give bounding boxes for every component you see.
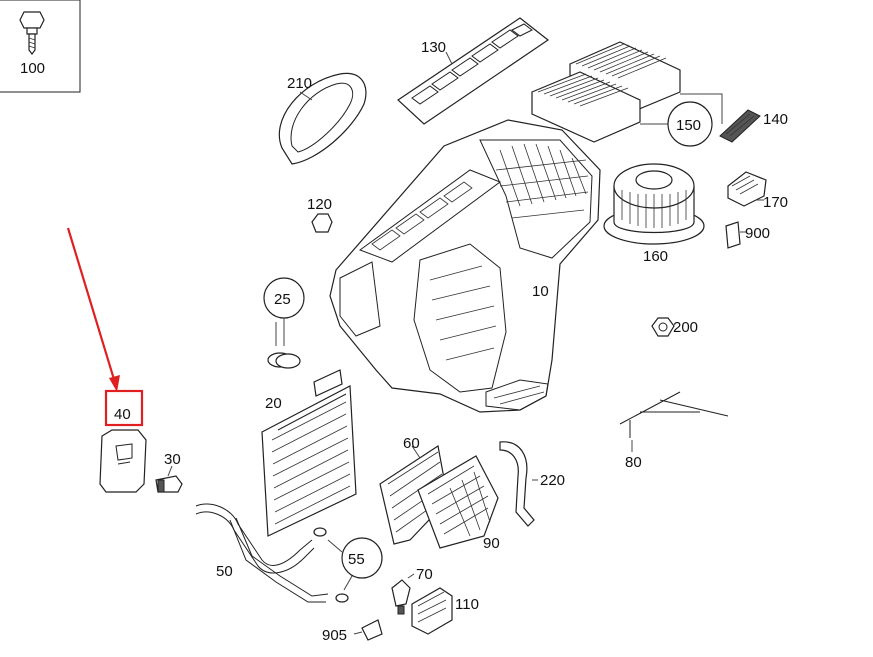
label-50: 50 — [216, 563, 233, 580]
part-150-filters[interactable]: 150 — [531, 41, 723, 147]
part-140-filter[interactable]: 140 — [719, 109, 788, 143]
part-110-servo[interactable]: 110 — [411, 587, 479, 635]
part-130-seal[interactable]: 130 — [397, 17, 550, 125]
label-905: 905 — [322, 627, 347, 644]
label-120: 120 — [307, 196, 332, 213]
label-60: 60 — [403, 435, 420, 452]
part-55-seals[interactable]: 55 — [313, 527, 383, 603]
part-120-cap[interactable]: 120 — [307, 196, 333, 233]
label-170: 170 — [763, 194, 788, 211]
part-80-harness[interactable]: 80 — [619, 391, 729, 471]
label-110: 110 — [455, 596, 479, 613]
highlight-arrow — [66, 227, 120, 392]
part-70-valve[interactable]: 70 — [391, 566, 433, 615]
part-220-pipe[interactable]: 220 — [499, 441, 565, 527]
label-40: 40 — [114, 406, 131, 423]
part-10-housing[interactable]: 10 — [329, 119, 601, 413]
label-220: 220 — [540, 472, 565, 489]
label-25: 25 — [274, 291, 291, 308]
part-25-orings[interactable]: 25 — [263, 277, 305, 369]
part-900-connector[interactable]: 900 — [725, 221, 770, 249]
label-20: 20 — [265, 395, 282, 412]
label-130: 130 — [421, 39, 446, 56]
label-210: 210 — [287, 75, 312, 92]
label-30: 30 — [164, 451, 181, 468]
label-55: 55 — [348, 551, 365, 568]
label-70: 70 — [416, 566, 433, 583]
label-160: 160 — [643, 248, 668, 265]
part-200-nut[interactable]: 200 — [651, 317, 698, 337]
label-900: 900 — [745, 225, 770, 242]
label-80: 80 — [625, 454, 642, 471]
part-100-box[interactable]: 100 — [0, 0, 81, 93]
label-140: 140 — [763, 111, 788, 128]
label-100: 100 — [20, 60, 45, 77]
label-150: 150 — [676, 117, 701, 134]
label-90: 90 — [483, 535, 500, 552]
part-170-regulator[interactable]: 170 — [727, 171, 788, 211]
part-905-connector[interactable]: 905 — [322, 619, 383, 644]
label-200: 200 — [673, 319, 698, 336]
part-30-sensor[interactable]: 30 — [155, 451, 183, 493]
label-10: 10 — [532, 283, 549, 300]
part-210-gasket[interactable]: 210 — [278, 72, 367, 165]
part-160-blower[interactable]: 160 — [603, 163, 705, 265]
part-40-highlight[interactable]: 40 — [104, 389, 144, 427]
part-40-cover[interactable] — [99, 429, 147, 493]
part-50-line[interactable]: 50 — [195, 503, 329, 603]
part-20-evaporator[interactable]: 20 — [261, 369, 357, 537]
part-90-ptc-heater[interactable]: 90 — [417, 455, 500, 552]
